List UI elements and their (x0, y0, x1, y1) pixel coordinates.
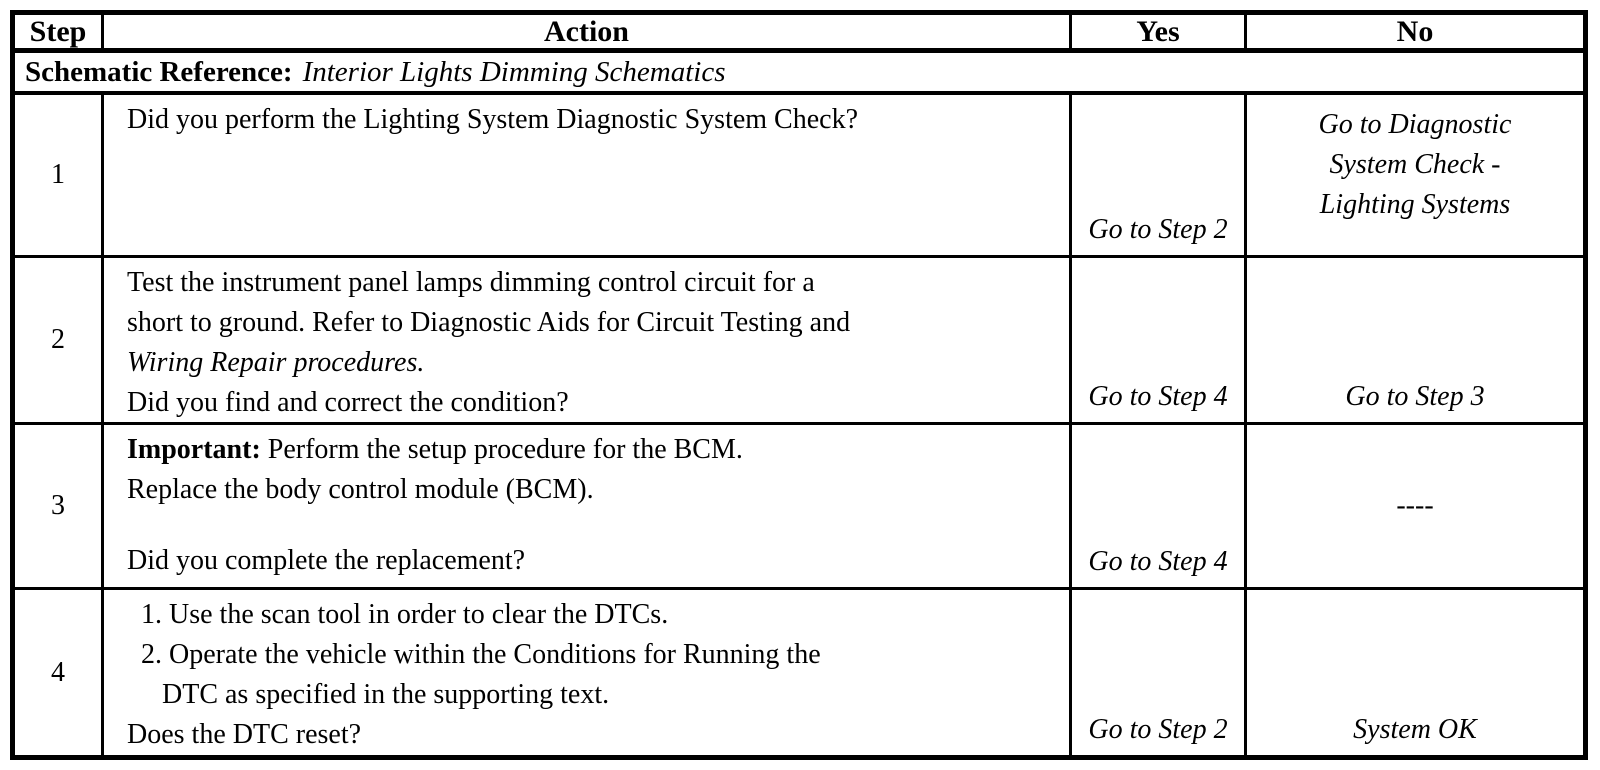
important-label: Important: (127, 434, 261, 465)
col-header-yes-label: Yes (1136, 14, 1180, 48)
no-result: Go to Step 3 (1345, 381, 1485, 412)
no-cell: ---- (1247, 425, 1583, 587)
yes-cell: Go to Step 2 (1072, 590, 1247, 755)
action-cell: Important: Perform the setup procedure f… (104, 425, 1072, 587)
action-list-item-continuation: DTC as specified in the supporting text. (162, 679, 610, 710)
diagnostic-step-action-table: Step Action Yes No Schematic Reference: … (10, 10, 1588, 760)
no-cell: Go to Step 3 (1247, 258, 1583, 422)
action-text-line: Test the instrument panel lamps dimming … (127, 267, 815, 298)
schematic-reference-row: Schematic Reference: Interior Lights Dim… (15, 53, 1583, 95)
step-number: 1 (51, 159, 65, 190)
yes-result: Go to Step 2 (1088, 214, 1228, 245)
no-result-line: Go to Diagnostic (1318, 109, 1512, 140)
action-text-block: Test the instrument panel lamps dimming … (127, 263, 1057, 383)
no-result-line: System Check - (1329, 149, 1501, 180)
action-text-line: Replace the body control module (BCM). (127, 474, 594, 505)
no-result-dashes: ---- (1396, 490, 1434, 521)
action-text-line: Important: Perform the setup procedure f… (127, 430, 1057, 470)
step-number-cell: 3 (15, 425, 104, 587)
yes-cell: Go to Step 2 (1072, 95, 1247, 255)
action-question: Does the DTC reset? (127, 719, 362, 750)
action-question: Did you perform the Lighting System Diag… (127, 104, 859, 135)
yes-result: Go to Step 4 (1088, 546, 1228, 577)
col-header-action: Action (104, 15, 1072, 48)
action-cell: Test the instrument panel lamps dimming … (104, 258, 1072, 422)
table-row: 3 Important: Perform the setup procedure… (15, 425, 1583, 590)
yes-cell: Go to Step 4 (1072, 258, 1247, 422)
col-header-yes: Yes (1072, 15, 1247, 48)
yes-result: Go to Step 4 (1088, 381, 1228, 412)
table-row: 1 Did you perform the Lighting System Di… (15, 95, 1583, 258)
action-question: Did you find and correct the condition? (127, 387, 569, 418)
no-cell: System OK (1247, 590, 1583, 755)
step-number-cell: 2 (15, 258, 104, 422)
no-result: System OK (1353, 714, 1477, 745)
step-number-cell: 1 (15, 95, 104, 255)
no-result-line: Lighting Systems (1319, 189, 1511, 220)
action-question: Did you complete the replacement? (127, 545, 526, 576)
table-header-row: Step Action Yes No (15, 15, 1583, 53)
schematic-reference-cell: Schematic Reference: Interior Lights Dim… (15, 53, 1583, 91)
schematic-reference-label: Schematic Reference: (25, 55, 293, 88)
action-text-line: short to ground. Refer to Diagnostic Aid… (127, 307, 851, 338)
action-list-item: 2. Operate the vehicle within the Condit… (141, 639, 821, 670)
important-text: Perform the setup procedure for the BCM. (267, 434, 743, 465)
no-cell: Go to Diagnostic System Check - Lighting… (1247, 95, 1583, 255)
col-header-step: Step (15, 15, 104, 48)
step-number: 3 (51, 490, 65, 521)
action-text-block: 1. Use the scan tool in order to clear t… (127, 595, 1057, 715)
col-header-no: No (1247, 15, 1583, 48)
action-text-line-italic: Wiring Repair procedures. (127, 347, 425, 378)
yes-cell: Go to Step 4 (1072, 425, 1247, 587)
table-row: 2 Test the instrument panel lamps dimmin… (15, 258, 1583, 425)
step-number: 4 (51, 656, 65, 688)
action-text-block: Important: Perform the setup procedure f… (127, 430, 1057, 510)
step-number: 2 (51, 324, 65, 355)
schematic-reference-value: Interior Lights Dimming Schematics (302, 55, 726, 88)
action-list-item: 1. Use the scan tool in order to clear t… (141, 599, 669, 630)
yes-result: Go to Step 2 (1088, 714, 1228, 745)
col-header-step-label: Step (29, 14, 87, 48)
col-header-action-label: Action (544, 14, 629, 48)
col-header-no-label: No (1396, 14, 1434, 48)
action-cell: 1. Use the scan tool in order to clear t… (104, 590, 1072, 755)
step-number-cell: 4 (15, 590, 104, 755)
action-cell: Did you perform the Lighting System Diag… (104, 95, 1072, 255)
table-row: 4 1. Use the scan tool in order to clear… (15, 590, 1583, 755)
